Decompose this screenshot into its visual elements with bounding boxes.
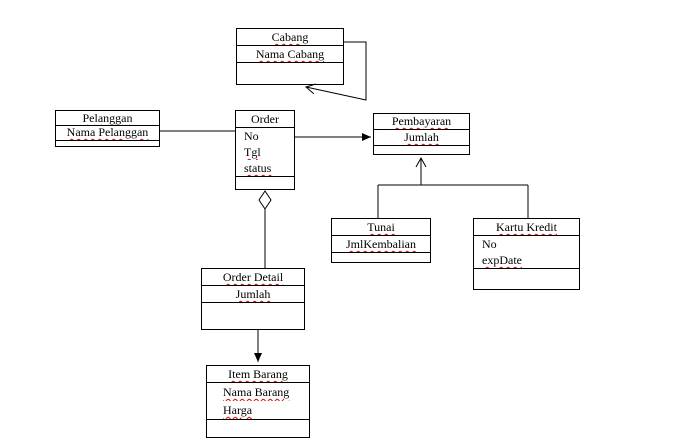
- class-tunai-attributes: JmlKembalian: [332, 236, 430, 253]
- class-pelanggan-operations: [56, 141, 159, 146]
- class-item-barang-name: Item Barang: [207, 366, 309, 383]
- attribute-nama-pelanggan: Nama Pelanggan: [66, 126, 149, 139]
- class-order-detail-operations: [202, 303, 304, 329]
- attribute-tgl: Tgl: [244, 145, 261, 159]
- attribute-status: status: [244, 161, 272, 175]
- class-order-detail-attributes: Jumlah: [202, 286, 304, 303]
- class-cabang-name: Cabang: [237, 29, 343, 46]
- class-order-detail-name: Order Detail: [202, 269, 304, 286]
- class-tunai-operations: [332, 253, 430, 262]
- class-pembayaran-operations: [374, 146, 469, 154]
- class-order-name: Order: [236, 111, 294, 128]
- class-order-detail: Order Detail Jumlah: [201, 268, 305, 330]
- class-pembayaran: Pembayaran Jumlah: [373, 113, 470, 155]
- class-cabang-operations: [237, 63, 343, 84]
- class-item-barang-operations: [207, 420, 309, 437]
- class-order-attributes: No Tgl status: [236, 128, 294, 177]
- attribute-jumlah: Jumlah: [235, 287, 271, 301]
- class-tunai-name: Tunai: [332, 219, 430, 236]
- class-cabang: Cabang Nama Cabang: [236, 28, 344, 85]
- attribute-nama-cabang: Nama Cabang: [255, 47, 325, 61]
- class-kartu-kredit-operations: [474, 269, 579, 289]
- class-item-barang: Item Barang Nama Barang Harga: [206, 365, 310, 438]
- class-kartu-kredit-attributes: No expDate: [474, 236, 579, 269]
- class-cabang-attributes: Nama Cabang: [237, 46, 343, 63]
- class-pembayaran-name: Pembayaran: [374, 114, 469, 130]
- attribute-no: No: [482, 237, 497, 251]
- class-order-operations: [236, 177, 294, 189]
- class-pelanggan: Pelanggan Nama Pelanggan: [55, 110, 160, 147]
- aggregation-diamond-order: [258, 190, 272, 210]
- class-tunai: Tunai JmlKembalian: [331, 218, 431, 263]
- class-kartu-kredit-name: Kartu Kredit: [474, 219, 579, 236]
- class-pembayaran-attributes: Jumlah: [374, 130, 469, 146]
- class-kartu-kredit: Kartu Kredit No expDate: [473, 218, 580, 290]
- class-order: Order No Tgl status: [235, 110, 295, 190]
- class-pelanggan-name: Pelanggan: [56, 111, 159, 126]
- attribute-expdate: expDate: [482, 253, 522, 267]
- class-pelanggan-attributes: Nama Pelanggan: [56, 126, 159, 141]
- attribute-nama-barang: Nama Barang: [223, 385, 290, 399]
- attribute-jumlah: Jumlah: [404, 130, 439, 144]
- class-item-barang-attributes: Nama Barang Harga: [207, 383, 309, 420]
- attribute-jmlkembalian: JmlKembalian: [346, 237, 416, 251]
- attribute-harga: Harga: [223, 403, 253, 417]
- attribute-no: No: [244, 129, 259, 143]
